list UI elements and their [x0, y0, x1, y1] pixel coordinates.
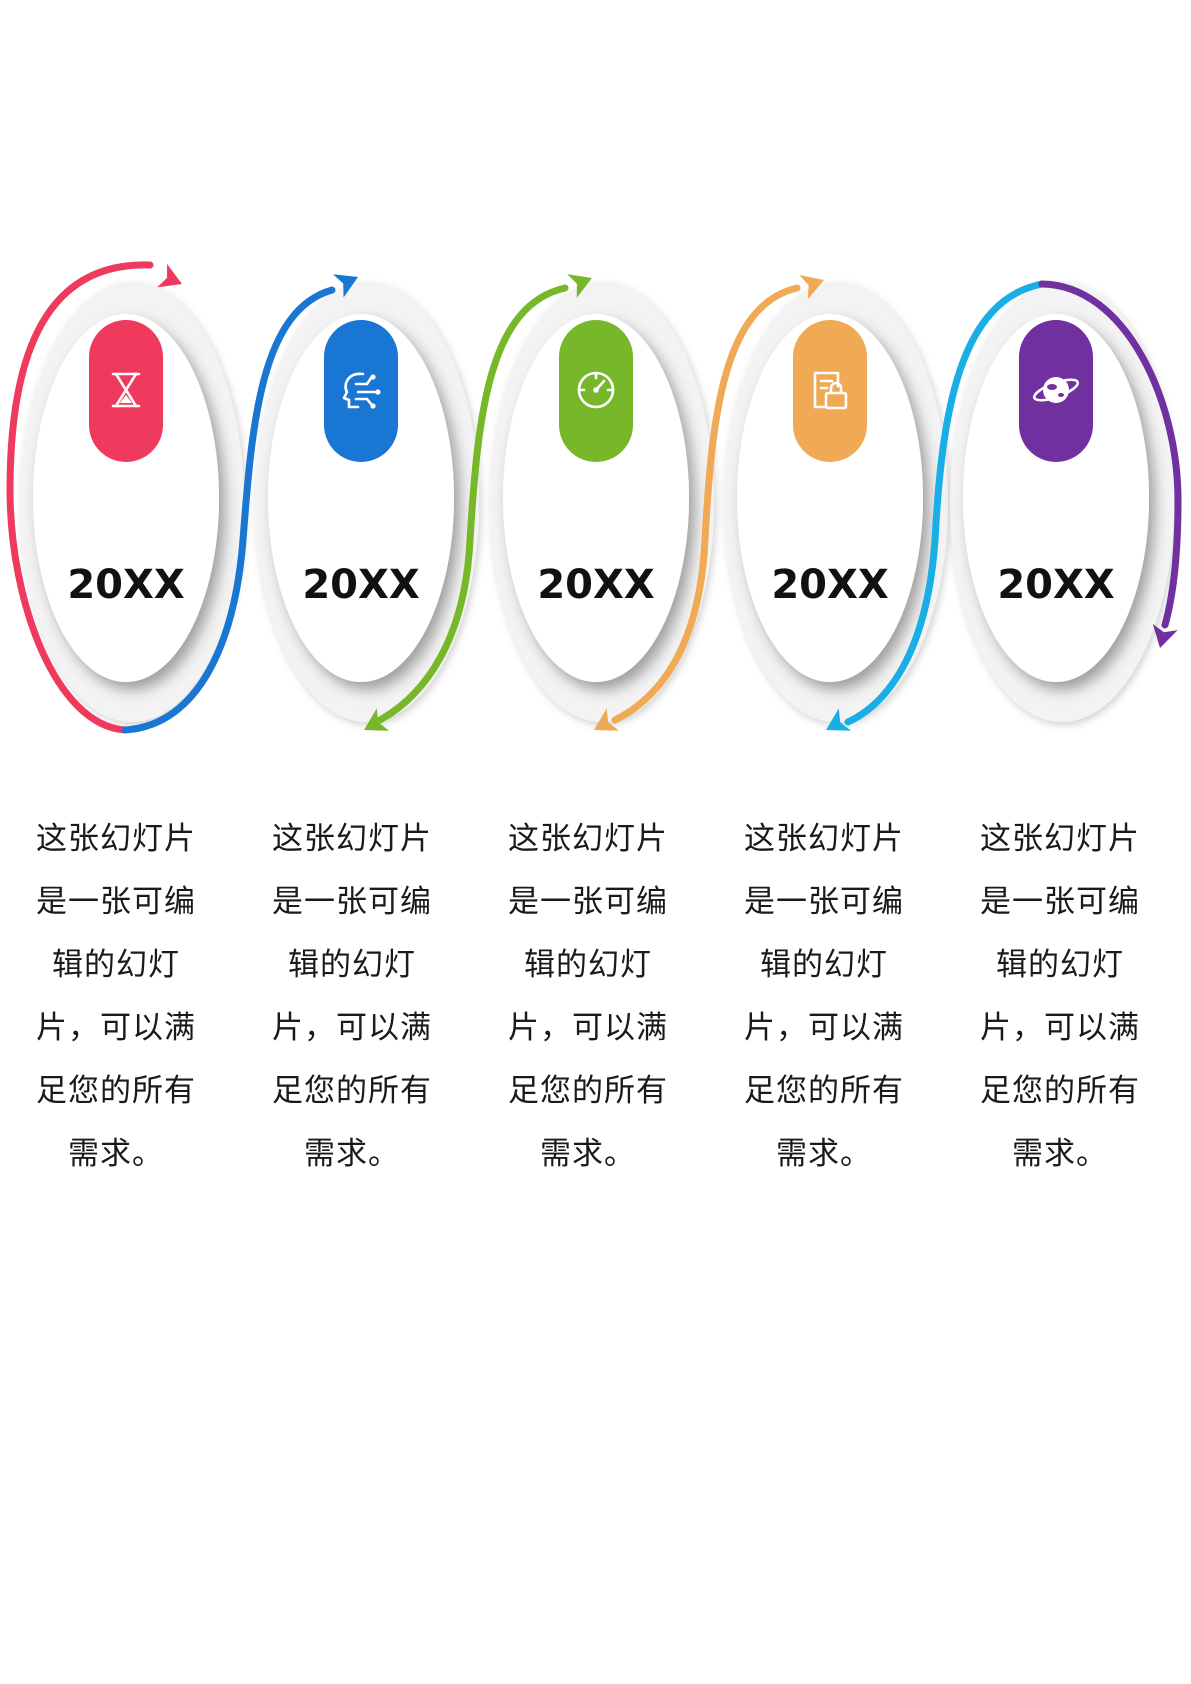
description-line: 需求。 — [1012, 1136, 1108, 1172]
arrow-head — [594, 708, 620, 731]
description-line: 片，可以满 — [272, 1010, 432, 1046]
hourglass-icon — [111, 372, 141, 408]
speedometer-icon — [577, 371, 615, 409]
arrow-stage-5-connector — [844, 280, 1046, 726]
stage-4: 20XX — [724, 282, 948, 722]
description-line: 片，可以满 — [508, 1010, 668, 1046]
description-line: 这张幻灯片 — [36, 821, 196, 857]
description-line: 是一张可编 — [980, 884, 1140, 920]
description-line: 足您的所有 — [272, 1073, 432, 1109]
stage-oval — [33, 314, 219, 682]
stage-3-description: 这张幻灯片是一张可编辑的幻灯片，可以满足您的所有需求。 — [488, 808, 688, 1186]
description-line: 足您的所有 — [744, 1073, 904, 1109]
description-line: 足您的所有 — [508, 1073, 668, 1109]
arrow-stage-4 — [611, 284, 801, 724]
arrow-head — [157, 263, 182, 288]
description-line: 辑的幻灯 — [524, 947, 652, 983]
description-line: 是一张可编 — [36, 884, 196, 920]
stage-oval — [503, 314, 689, 682]
description-line: 需求。 — [776, 1136, 872, 1172]
stage-3: 20XX — [490, 282, 714, 722]
description-line: 是一张可编 — [272, 884, 432, 920]
arrow-head — [333, 274, 358, 298]
arrow-head — [567, 274, 592, 298]
description-line: 需求。 — [68, 1136, 164, 1172]
arrow-stage-5 — [1038, 280, 1182, 629]
stage-4-description: 这张幻灯片是一张可编辑的幻灯片，可以满足您的所有需求。 — [724, 808, 924, 1186]
description-line: 足您的所有 — [980, 1073, 1140, 1109]
description-line: 这张幻灯片 — [272, 821, 432, 857]
stage-5: 20XX — [950, 282, 1174, 722]
description-line: 辑的幻灯 — [760, 947, 888, 983]
description-line: 这张幻灯片 — [980, 821, 1140, 857]
description-line: 是一张可编 — [508, 884, 668, 920]
arrow-stage-1 — [6, 261, 154, 734]
description-line: 是一张可编 — [744, 884, 904, 920]
arrow-stage-2 — [121, 286, 336, 734]
stage-year: 20XX — [302, 562, 420, 608]
description-line: 这张幻灯片 — [744, 821, 904, 857]
arrow-head — [364, 708, 390, 731]
description-line: 这张幻灯片 — [508, 821, 668, 857]
stage-oval — [737, 314, 923, 682]
description-line: 片，可以满 — [36, 1010, 196, 1046]
arrow-head — [1152, 623, 1178, 648]
stage-5-description: 这张幻灯片是一张可编辑的幻灯片，可以满足您的所有需求。 — [960, 808, 1160, 1186]
stage-year: 20XX — [537, 562, 655, 608]
stage-oval — [963, 314, 1149, 682]
stage-1: 20XX — [20, 282, 244, 722]
description-line: 辑的幻灯 — [996, 947, 1124, 983]
description-line: 足您的所有 — [36, 1073, 196, 1109]
stage-oval — [268, 314, 454, 682]
stage-year: 20XX — [771, 562, 889, 608]
description-line: 需求。 — [304, 1136, 400, 1172]
arrow-head — [826, 708, 852, 731]
stage-1-description: 这张幻灯片是一张可编辑的幻灯片，可以满足您的所有需求。 — [16, 808, 216, 1186]
description-line: 辑的幻灯 — [288, 947, 416, 983]
description-line: 辑的幻灯 — [52, 947, 180, 983]
stage-year: 20XX — [997, 562, 1115, 608]
ai-head-icon — [342, 372, 381, 409]
stage-2: 20XX — [255, 282, 479, 722]
description-line: 片，可以满 — [980, 1010, 1140, 1046]
description-line: 片，可以满 — [744, 1010, 904, 1046]
stage-year: 20XX — [67, 562, 185, 608]
stage-2-description: 这张幻灯片是一张可编辑的幻灯片，可以满足您的所有需求。 — [252, 808, 452, 1186]
arrow-stage-3 — [376, 284, 569, 724]
description-line: 需求。 — [540, 1136, 636, 1172]
planet-icon — [1032, 377, 1080, 403]
arrow-head — [799, 275, 824, 300]
file-lock-icon — [813, 371, 848, 410]
